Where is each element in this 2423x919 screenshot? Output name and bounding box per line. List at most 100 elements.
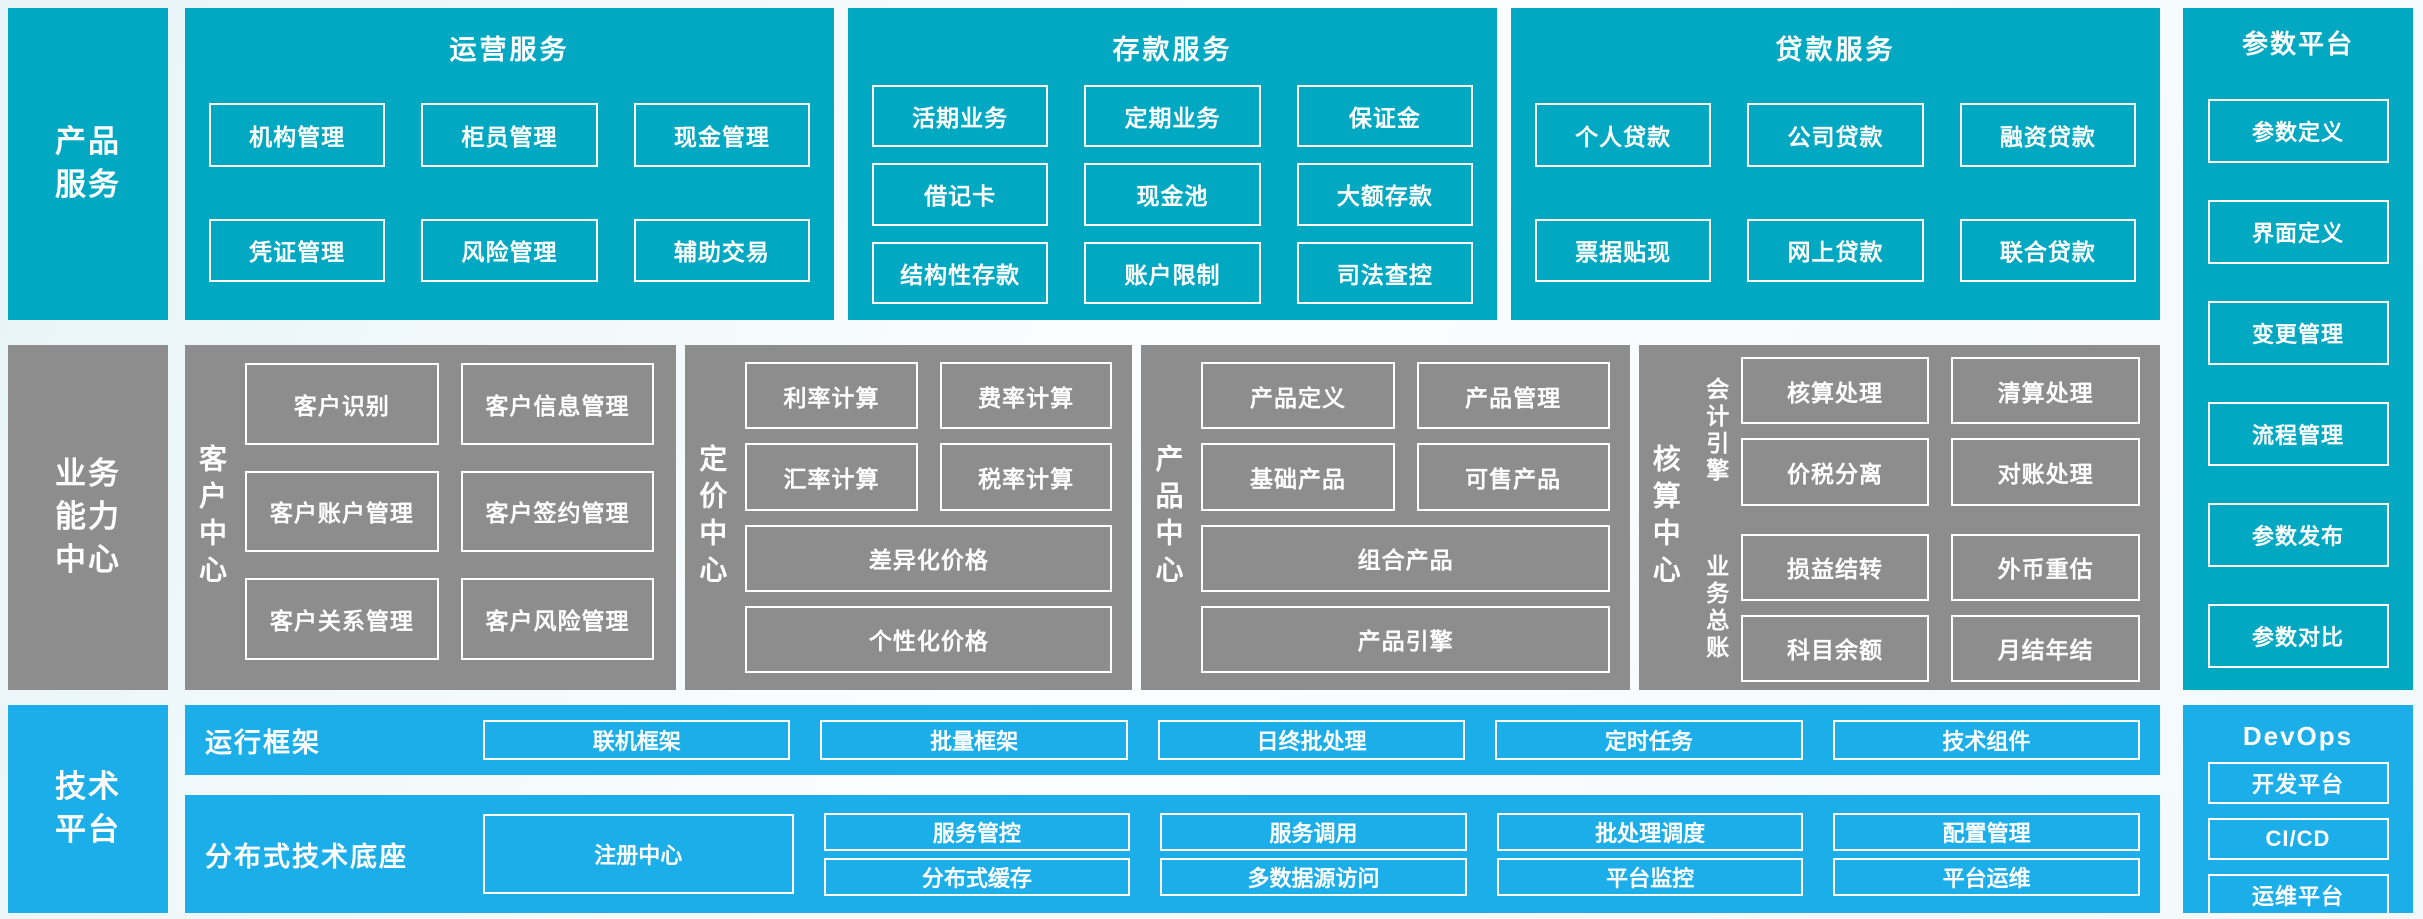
runtime-framework-bar: 运行框架 联机框架批量框架日终批处理定时任务技术组件	[185, 705, 2160, 775]
service-box: 现金管理	[633, 103, 810, 167]
capability-box: 价税分离	[1740, 438, 1930, 506]
capability-box: 基础产品	[1201, 443, 1395, 511]
tech-box: 多数据源访问	[1160, 857, 1467, 896]
service-box: 定期业务	[1084, 85, 1261, 148]
devops-column: DevOps 开发平台 CI/CD 运维平台	[2183, 705, 2413, 916]
panel-product-center: 产品中心 产品定义产品管理基础产品可售产品组合产品产品引擎	[1141, 345, 1630, 690]
service-box: 现金池	[1084, 163, 1261, 226]
panel-label-wrap: 核算中心	[1639, 345, 1691, 690]
row-label-business-capability-center: 业务 能力 中心	[8, 345, 168, 690]
column-title: DevOps	[2242, 721, 2354, 751]
accounting-groups: 会计引擎 核算处理清算处理价税分离对账处理 业务总账 损益结转外币重估科目余额月…	[1691, 345, 2160, 690]
service-box: 司法查控	[1296, 241, 1473, 304]
panel-vertical-label: 产品中心	[1152, 443, 1184, 592]
capability-box: 客户识别	[245, 363, 439, 445]
devops-items: 开发平台 CI/CD 运维平台	[2207, 762, 2389, 916]
service-box: 融资贷款	[1959, 103, 2136, 167]
tech-box: 服务管控	[823, 812, 1131, 851]
parameter-box: 界面定义	[2207, 200, 2389, 264]
panel-grid: 客户识别客户信息管理客户账户管理客户签约管理客户关系管理客户风险管理	[237, 345, 676, 690]
capability-box: 汇率计算	[745, 443, 918, 511]
service-box: 公司贷款	[1747, 103, 1924, 167]
capability-box: 费率计算	[939, 362, 1113, 430]
panel-vertical-label: 客户中心	[196, 443, 227, 592]
devops-box: 运维平台	[2207, 874, 2389, 916]
capability-box: 可售产品	[1416, 443, 1610, 511]
parameter-box: 参数定义	[2207, 99, 2389, 163]
capability-box: 税率计算	[939, 443, 1113, 511]
section-grid: 活期业务定期业务保证金借记卡现金池大额存款结构性存款账户限制司法查控	[848, 85, 1497, 304]
capability-box: 对账处理	[1951, 438, 2140, 506]
tech-box: 日终批处理	[1157, 720, 1466, 760]
tech-stack-column: 服务调用多数据源访问	[1160, 812, 1467, 896]
capability-box: 差异化价格	[745, 524, 1113, 592]
section-grid: 个人贷款公司贷款融资贷款票据贴现网上贷款联合贷款	[1511, 103, 2160, 282]
section-operations-services: 运营服务 机构管理柜员管理现金管理凭证管理风险管理辅助交易	[185, 8, 834, 320]
product-services-band: 运营服务 机构管理柜员管理现金管理凭证管理风险管理辅助交易 存款服务 活期业务定…	[185, 8, 2160, 320]
capability-box: 损益结转	[1740, 533, 1930, 601]
capability-box: 科目余额	[1740, 614, 1930, 682]
section-title: 贷款服务	[1775, 35, 1896, 65]
parameter-items: 参数定义界面定义变更管理流程管理参数发布参数对比	[2207, 99, 2389, 668]
tech-box: 分布式缓存	[823, 857, 1131, 896]
service-box: 大额存款	[1296, 163, 1473, 226]
tech-box: 平台运维	[1833, 857, 2140, 896]
service-box: 风险管理	[421, 218, 598, 282]
tech-stack-column: 配置管理平台运维	[1833, 812, 2140, 896]
panel-vertical-label: 核算中心	[1649, 443, 1681, 592]
tech-stack-column: 批处理调度平台监控	[1496, 812, 1804, 896]
devops-box: CI/CD	[2207, 818, 2389, 860]
panel-grid: 利率计算费率计算汇率计算税率计算差异化价格个性化价格	[737, 345, 1132, 690]
capability-box: 月结年结	[1951, 614, 2140, 682]
capability-box: 清算处理	[1951, 357, 2140, 425]
devops-box: 开发平台	[2207, 762, 2389, 804]
registry-center-box: 注册中心	[483, 814, 794, 894]
group-grid: 核算处理清算处理价税分离对账处理	[1740, 357, 2140, 506]
service-box: 凭证管理	[209, 218, 386, 282]
capability-box: 组合产品	[1201, 524, 1610, 592]
distributed-base-bar: 分布式技术底座 注册中心 服务管控分布式缓存服务调用多数据源访问批处理调度平台监…	[185, 795, 2160, 913]
parameter-box: 变更管理	[2207, 301, 2389, 365]
panel-accounting-center: 核算中心 会计引擎 核算处理清算处理价税分离对账处理 业务总账 损益结转外币重估…	[1638, 345, 2160, 690]
service-box: 柜员管理	[421, 103, 598, 167]
group-vertical-label: 会计引擎	[1702, 377, 1729, 486]
tech-stack-column: 服务管控分布式缓存	[823, 812, 1131, 896]
capability-box: 客户信息管理	[460, 363, 655, 445]
service-box: 个人贷款	[1535, 103, 1712, 167]
service-box: 联合贷款	[1959, 218, 2136, 282]
capability-box: 外币重估	[1951, 533, 2140, 601]
capability-box: 核算处理	[1740, 357, 1930, 425]
tech-box: 定时任务	[1495, 720, 1803, 760]
bar-label: 分布式技术底座	[205, 841, 408, 872]
panel-label-wrap: 客户中心	[185, 345, 237, 690]
capability-box: 客户风险管理	[460, 578, 655, 660]
capability-box: 产品定义	[1201, 362, 1395, 430]
service-box: 结构性存款	[872, 241, 1049, 304]
group-vertical-label: 业务总账	[1702, 553, 1729, 662]
row-label-product-services: 产品 服务	[8, 8, 168, 320]
service-box: 保证金	[1296, 85, 1473, 148]
capability-centers-band: 客户中心 客户识别客户信息管理客户账户管理客户签约管理客户关系管理客户风险管理 …	[185, 345, 2160, 690]
section-title: 运营服务	[449, 35, 570, 65]
capability-box: 客户账户管理	[245, 470, 439, 553]
capability-box: 客户签约管理	[460, 470, 655, 553]
section-loan-services: 贷款服务 个人贷款公司贷款融资贷款票据贴现网上贷款联合贷款	[1511, 8, 2160, 320]
group-business-ledger: 业务总账 损益结转外币重估科目余额月结年结	[1691, 533, 2140, 683]
tech-box: 批处理调度	[1496, 812, 1804, 851]
section-title: 存款服务	[1112, 35, 1233, 65]
group-label-wrap: 业务总账	[1691, 534, 1741, 683]
group-grid: 损益结转外币重估科目余额月结年结	[1740, 533, 2140, 682]
capability-box: 产品管理	[1416, 362, 1610, 430]
tech-box: 技术组件	[1832, 720, 2141, 760]
tech-box: 联机框架	[483, 720, 791, 760]
panel-label-wrap: 定价中心	[685, 345, 737, 690]
parameter-box: 流程管理	[2207, 402, 2389, 466]
panel-label-wrap: 产品中心	[1141, 345, 1193, 690]
panel-vertical-label: 定价中心	[696, 443, 728, 592]
panel-customer-center: 客户中心 客户识别客户信息管理客户账户管理客户签约管理客户关系管理客户风险管理	[185, 345, 677, 690]
tech-box: 服务调用	[1160, 812, 1467, 851]
service-box: 机构管理	[209, 103, 386, 167]
column-title: 参数平台	[2241, 29, 2354, 59]
tech-box: 配置管理	[1833, 812, 2140, 851]
